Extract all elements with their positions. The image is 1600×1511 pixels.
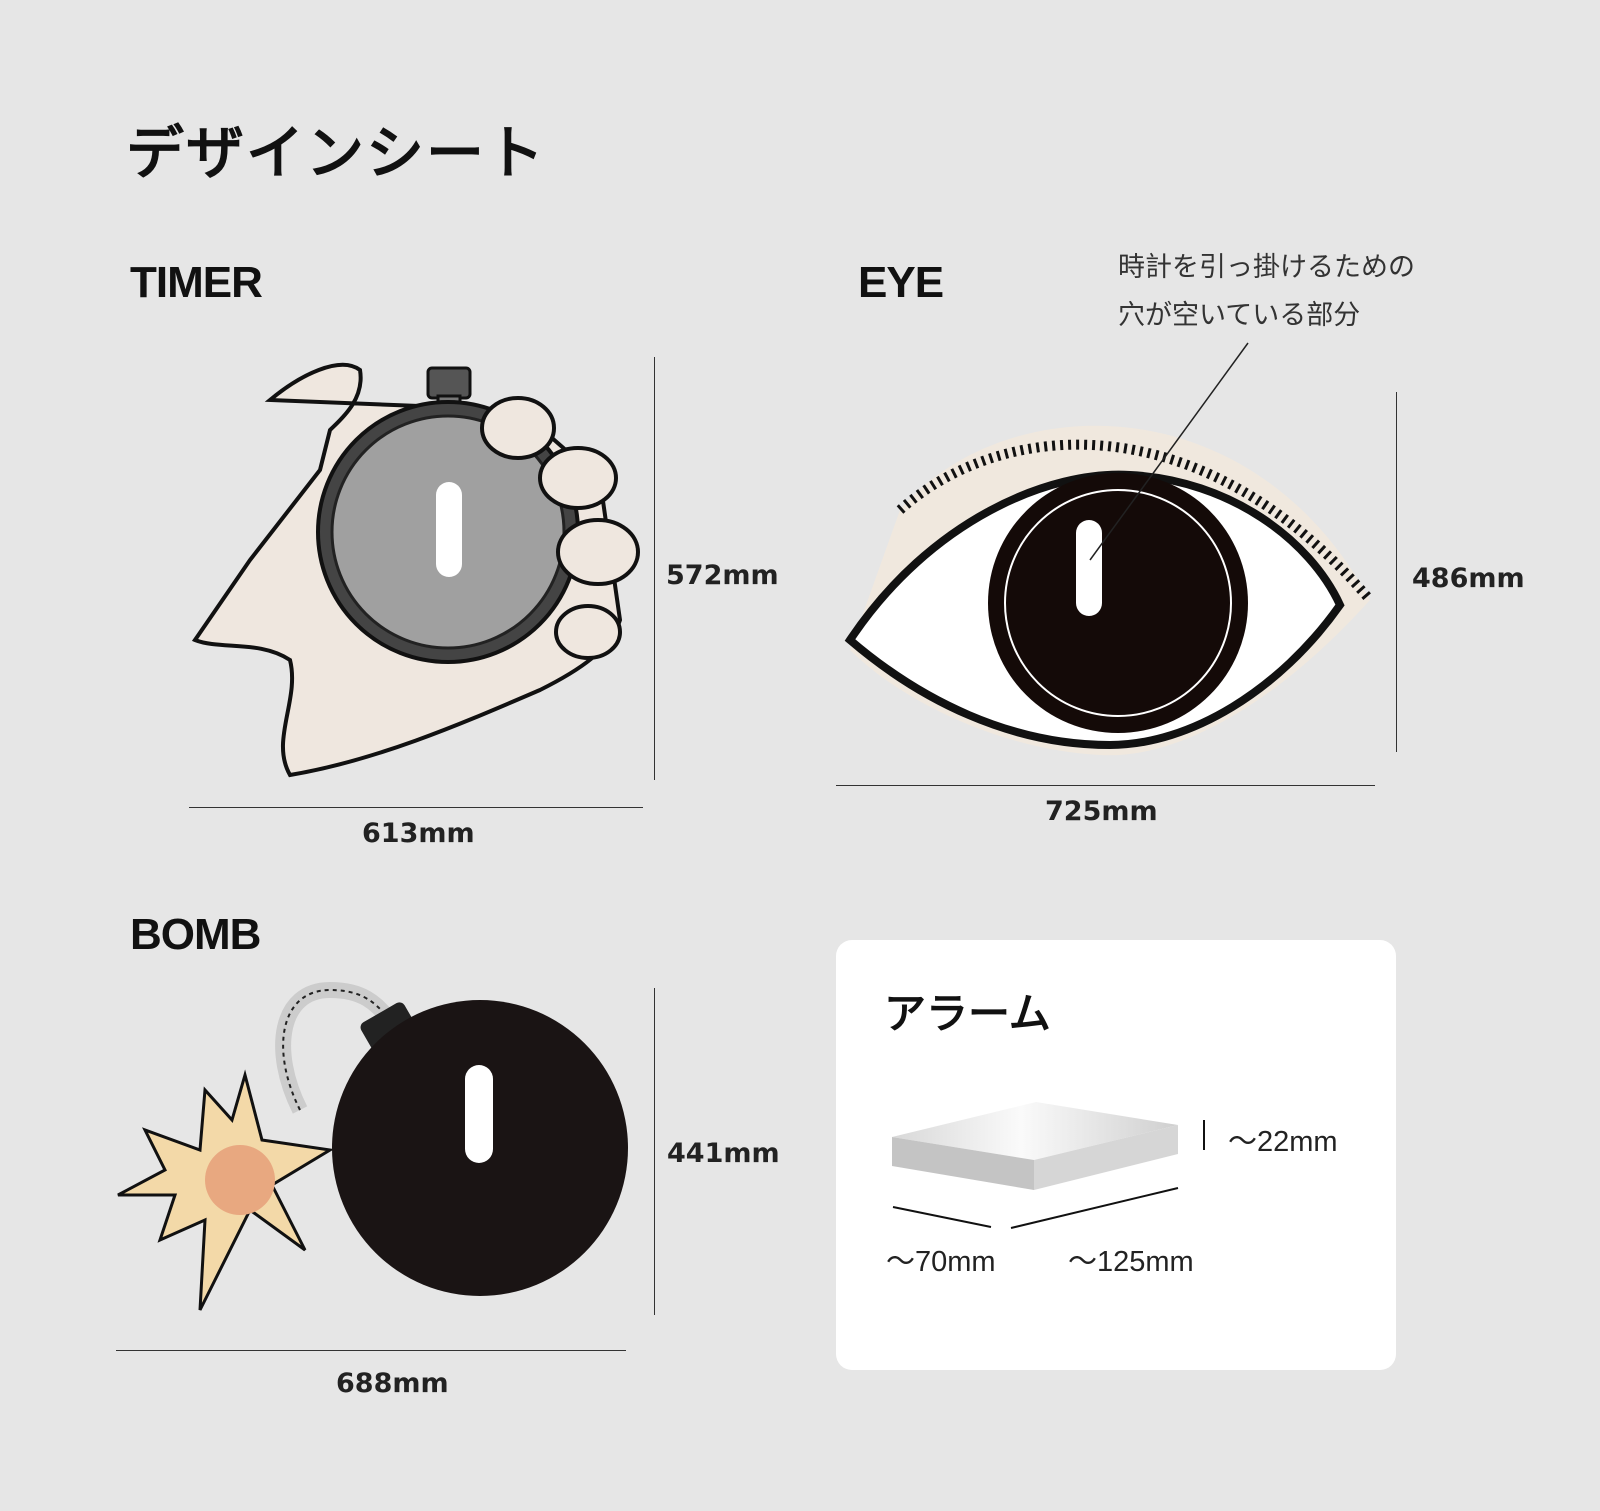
eye-height-line: [1396, 392, 1397, 752]
alarm-box-illustration: [892, 1102, 1205, 1229]
timer-heading: TIMER: [130, 258, 263, 307]
bomb-width-line: [116, 1350, 626, 1351]
eye-width-line: [836, 785, 1375, 786]
long-side-line: [1010, 1187, 1179, 1229]
bomb-heading: BOMB: [130, 910, 261, 959]
alarm-short-side-label: 〜70mm: [886, 1246, 996, 1278]
page-title: デザインシート: [126, 119, 547, 187]
alarm-long-side-label: 〜125mm: [1068, 1246, 1194, 1278]
alarm-card: アラーム 〜22mm 〜70mm 〜125mm: [836, 940, 1396, 1370]
alarm-depth-label: 〜22mm: [1228, 1126, 1338, 1158]
eye-height-label: 486mm: [1412, 563, 1525, 594]
annotation-line: 穴が空いている部分: [1118, 300, 1361, 331]
eye-width-label: 725mm: [1045, 796, 1158, 827]
bomb-width-label: 688mm: [336, 1368, 449, 1399]
timer-height-label: 572mm: [666, 560, 779, 591]
crown-icon: [426, 366, 472, 400]
eye-hole: [1076, 520, 1102, 616]
timer-height-line: [654, 357, 655, 780]
alarm-title: アラーム: [884, 989, 1051, 1038]
eye-illustration: [844, 342, 1374, 756]
timer-hole: [436, 482, 462, 577]
bomb-illustration: [117, 981, 628, 1311]
bomb-height-label: 441mm: [667, 1138, 780, 1169]
annotation-line: 時計を引っ掛けるための: [1118, 252, 1415, 283]
timer-illustration: [191, 362, 640, 778]
short-side-line: [892, 1206, 992, 1228]
bomb-height-line: [654, 988, 655, 1315]
bomb-hole: [465, 1065, 493, 1163]
eye-annotation: 時計を引っ掛けるための 穴が空いている部分: [1118, 244, 1415, 340]
annotation-leader-line: [1089, 342, 1249, 561]
timer-width-label: 613mm: [362, 818, 475, 849]
eye-heading: EYE: [858, 258, 944, 307]
timer-width-line: [189, 807, 643, 808]
